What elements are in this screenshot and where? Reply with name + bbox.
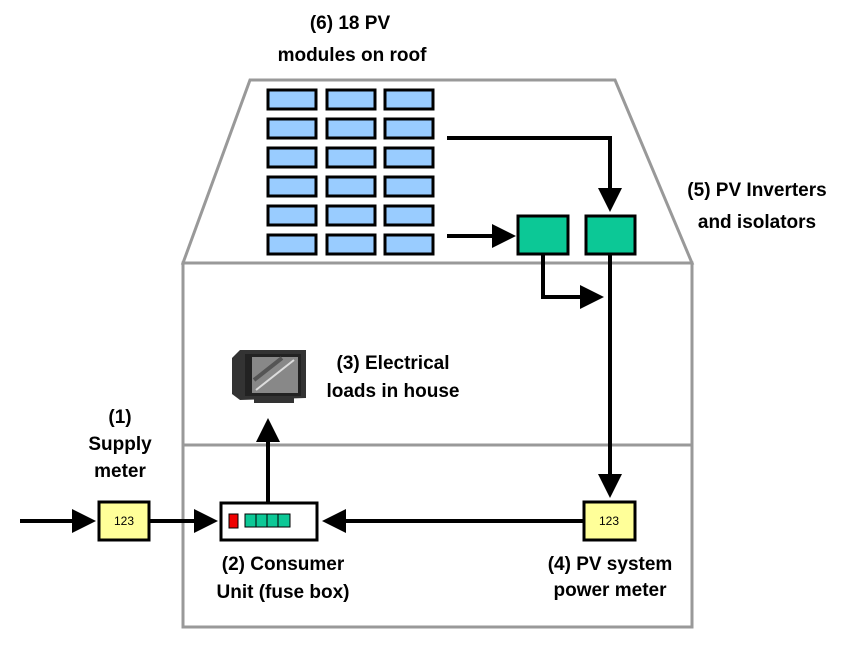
pv-module [325, 117, 377, 140]
label-loads: (3) Electrical loads in house [326, 353, 459, 402]
consumer-unit [219, 501, 319, 542]
svg-text:(3) Electrical: (3) Electrical [337, 353, 450, 374]
inverter-2 [584, 214, 637, 256]
svg-text:power meter: power meter [554, 580, 668, 601]
pv-module [266, 88, 318, 111]
svg-text:modules on roof: modules on roof [278, 45, 428, 66]
svg-text:(4) PV system: (4) PV system [548, 554, 673, 575]
arrow-modules-to-inverter2 [447, 136, 622, 212]
pv-module [383, 233, 435, 256]
svg-text:and isolators: and isolators [698, 212, 816, 233]
pv-module [383, 117, 435, 140]
svg-text:(1): (1) [108, 407, 131, 428]
pv-module [383, 204, 435, 227]
wiring-arrows [20, 136, 622, 533]
label-inverters: (5) PV Inverters and isolators [687, 180, 826, 233]
label-pv-modules: (6) 18 PV modules on roof [278, 13, 428, 66]
svg-text:Supply: Supply [88, 434, 152, 455]
inverter-1 [516, 214, 570, 256]
television-icon [232, 350, 306, 403]
pv-module [325, 88, 377, 111]
svg-text:(2) Consumer: (2) Consumer [222, 554, 345, 575]
pv-module [325, 233, 377, 256]
label-consumer-unit: (2) Consumer Unit (fuse box) [217, 554, 350, 603]
arrow-inverter1-join [541, 254, 604, 309]
svg-text:123: 123 [599, 514, 619, 528]
pv-module [266, 204, 318, 227]
label-supply-meter: (1) Supply meter [88, 407, 152, 482]
pv-module [266, 233, 318, 256]
svg-text:Unit (fuse box): Unit (fuse box) [217, 582, 350, 603]
pv-module [325, 146, 377, 169]
svg-text:(5) PV Inverters: (5) PV Inverters [687, 180, 826, 201]
svg-text:loads in house: loads in house [326, 381, 459, 402]
pv-system-meter: 123 [582, 500, 637, 542]
pv-module [266, 117, 318, 140]
pv-module [325, 204, 377, 227]
label-pv-meter: (4) PV system power meter [548, 554, 673, 601]
svg-text:(6) 18 PV: (6) 18 PV [310, 13, 391, 34]
pv-module [266, 175, 318, 198]
pv-module [383, 175, 435, 198]
pv-module [383, 146, 435, 169]
svg-text:meter: meter [94, 461, 146, 482]
pv-module-array [266, 88, 435, 256]
pv-module [383, 88, 435, 111]
pv-module [266, 146, 318, 169]
pv-module [325, 175, 377, 198]
supply-meter: 123 [97, 500, 151, 542]
svg-text:123: 123 [114, 514, 134, 528]
main-switch [228, 513, 239, 529]
